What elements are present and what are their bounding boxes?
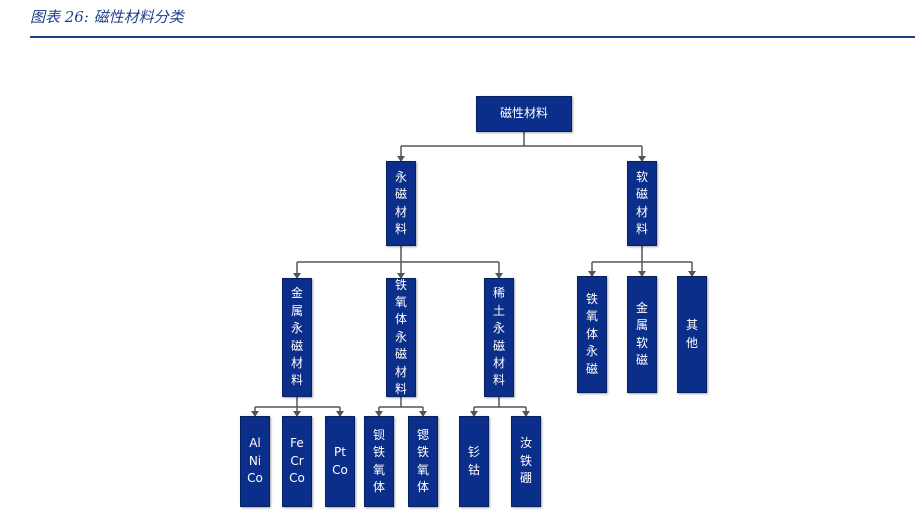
node-smco: 钐 钴 <box>459 416 489 507</box>
node-rare-earth-permanent-magnet: 稀 土 永 磁 材 料 <box>484 278 514 397</box>
node-ptco: Pt Co <box>325 416 355 507</box>
node-magnetic-materials: 磁性材料 <box>476 96 572 132</box>
node-soft-magnetic-materials: 软 磁 材 料 <box>627 161 657 246</box>
caption-underline <box>30 36 915 38</box>
node-fecrco: Fe Cr Co <box>282 416 312 507</box>
node-other: 其 他 <box>677 276 707 393</box>
node-alnico: Al Ni Co <box>240 416 270 507</box>
node-barium-ferrite: 钡 铁 氧 体 <box>364 416 394 507</box>
node-permanent-magnet-materials: 永 磁 材 料 <box>386 161 416 246</box>
figure-caption: 图表 26: 磁性材料分类 <box>30 8 184 26</box>
node-metal-permanent-magnet: 金 属 永 磁 材 料 <box>282 278 312 397</box>
node-ndfeb: 汝 铁 硼 <box>511 416 541 507</box>
node-metal-soft-magnet: 金 属 软 磁 <box>627 276 657 393</box>
node-ferrite-soft: 铁 氧 体 永 磁 <box>577 276 607 393</box>
node-strontium-ferrite: 锶 铁 氧 体 <box>408 416 438 507</box>
node-ferrite-permanent-magnet: 铁 氧 体 永 磁 材 料 <box>386 278 416 397</box>
